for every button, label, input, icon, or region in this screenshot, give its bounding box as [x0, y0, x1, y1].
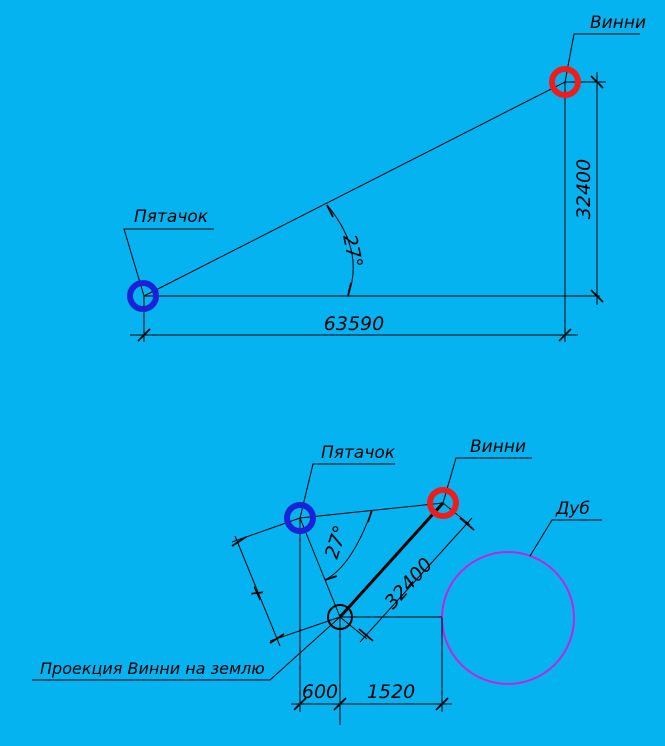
angle-label: 27° [338, 232, 367, 270]
horizontal-dim-tick-right [558, 328, 572, 342]
oak-circle [441, 551, 575, 685]
piglet-label: Пятачок [134, 207, 209, 227]
piglet-projection-line [299, 517, 341, 618]
diagonal-dim-extension-top [442, 502, 471, 526]
diagonal-dim-extension-bottom [339, 616, 368, 640]
angle-arrow-left [324, 575, 338, 581]
diagonal-dim-tick-top [459, 517, 475, 531]
piglet-leader [123, 228, 214, 297]
x-dim-line [234, 535, 281, 647]
projection-marker [327, 604, 353, 630]
projection-winnie-line [338, 501, 445, 619]
x-dim-tick-top [231, 536, 247, 547]
sight-line [143, 81, 566, 297]
piglet-leader [299, 463, 395, 519]
piglet-marker [127, 280, 159, 312]
dim-1520-value: 1520 [367, 681, 415, 703]
x-dim-value: x [244, 583, 269, 603]
angle-label: 27° [321, 523, 352, 562]
winnie-label: Винни [470, 437, 526, 457]
top-view: 27° 63590 32400 Винни Пятачок [123, 13, 646, 342]
angle-arrow-top [326, 204, 334, 218]
vertical-dim-tick-top [590, 75, 604, 89]
oak-leader [529, 519, 602, 557]
horizontal-dim-tick-left [137, 328, 151, 342]
winnie-marker [549, 66, 581, 98]
vertical-dim-tick-bottom [590, 289, 604, 303]
projection-label: Проекция Винни на землю [40, 659, 265, 678]
diagonal-dim-line [359, 517, 473, 643]
oak-label: Дуб [555, 499, 590, 519]
piglet-marker [284, 502, 316, 534]
winnie-label: Винни [590, 13, 646, 33]
bottom-dim-tick-3 [435, 697, 449, 711]
projection-leader [32, 616, 341, 681]
dim-600-value: 600 [302, 681, 338, 703]
diagonal-dim-tick-bottom [358, 628, 374, 642]
winnie-marker [427, 487, 459, 519]
bottom-dim-tick-1 [293, 697, 307, 711]
winnie-leader [564, 33, 640, 83]
bottom-view: Дуб 27° 32400 x [32, 437, 602, 725]
angle-arrow-right [367, 509, 373, 523]
bottom-dim-tick-2 [333, 697, 347, 711]
horizontal-dim-value: 63590 [324, 313, 384, 335]
angle-arrow-bottom [347, 282, 352, 297]
piglet-label: Пятачок [321, 443, 396, 463]
x-dim-tick-bottom [269, 633, 285, 644]
vertical-dim-value: 32400 [573, 159, 595, 219]
